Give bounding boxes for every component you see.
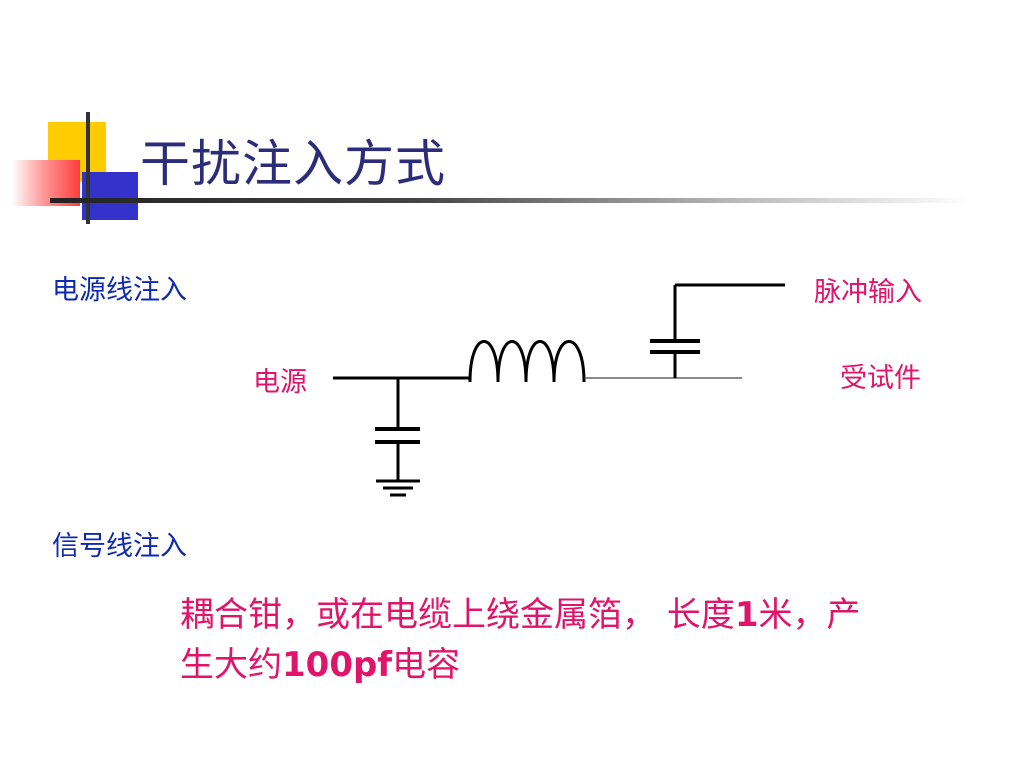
signal-line-injection-heading: 信号线注入 (52, 531, 187, 562)
dut-label: 受试件 (840, 363, 921, 394)
power-line-injection-heading: 电源线注入 (52, 275, 187, 306)
title-underline (50, 198, 970, 203)
inductor-coil (468, 340, 586, 383)
pulse-input-label: 脉冲输入 (814, 277, 922, 308)
logo-blue-square (82, 172, 138, 220)
slide-title: 干扰注入方式 (140, 135, 446, 193)
title-logo-decoration (0, 0, 1024, 240)
logo-vertical-line (86, 112, 90, 224)
power-source-label: 电源 (253, 367, 307, 398)
coupling-clamp-note: 耦合钳，或在电缆上绕金属箔， 长度1米，产生大约100pf电容 (180, 595, 861, 685)
